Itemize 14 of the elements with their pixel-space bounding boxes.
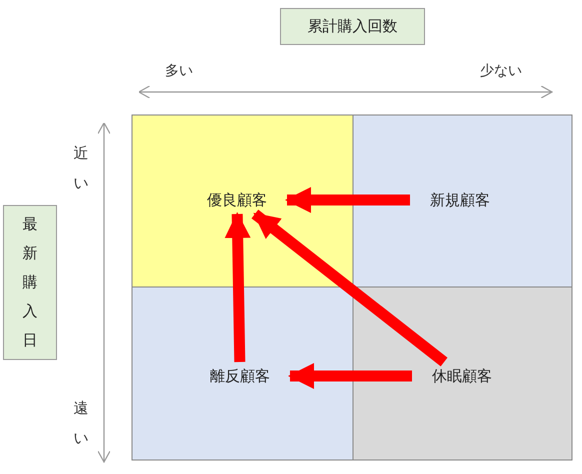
quadrant-label: 優良顧客	[187, 186, 287, 214]
arrow	[224, 212, 251, 362]
arrow	[285, 187, 410, 213]
quadrant-label: 離反顧客	[190, 362, 290, 390]
quadrant-label: 休眠顧客	[412, 362, 512, 390]
quadrant-label: 新規顧客	[410, 186, 510, 214]
axis-title-box: 最新購入日	[3, 205, 57, 360]
axis-end-label: 多い	[165, 62, 193, 80]
arrow	[252, 210, 448, 366]
axis-end-label: 近い	[72, 143, 90, 194]
axis-end-label: 少ない	[480, 62, 522, 80]
axis-end-label: 遠い	[72, 398, 90, 449]
arrow	[288, 363, 412, 389]
axis-title-box: 累計購入回数	[280, 8, 425, 45]
